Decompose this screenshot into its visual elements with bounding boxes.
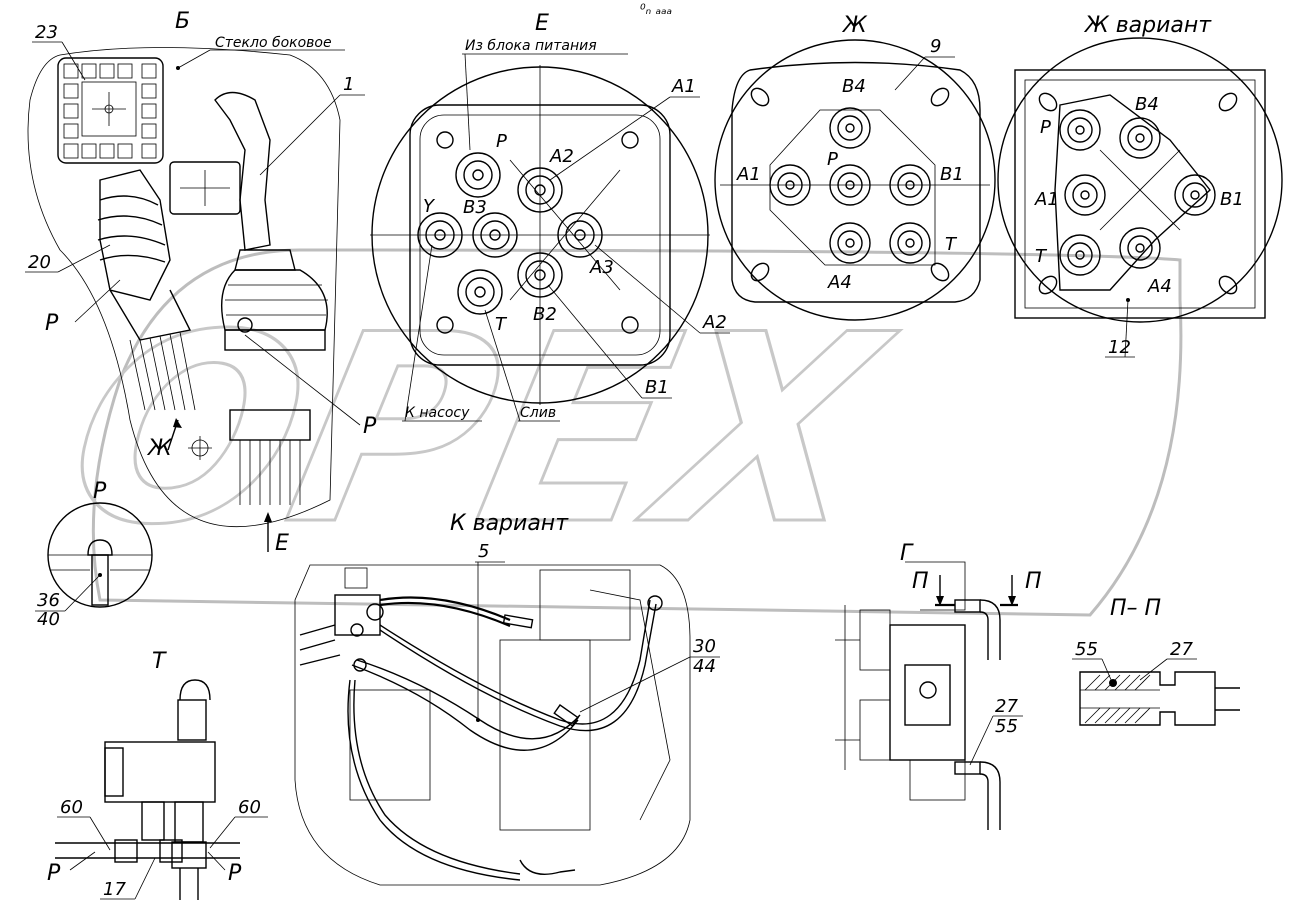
view-e-title: Е [535,11,549,36]
port-zhv-b4: B4 [1135,94,1159,115]
port-e-b1: B1 [645,377,669,398]
view-b: Б Стекло боковое 23 [25,9,377,556]
port-e-b2: B2 [533,304,557,325]
view-zh-var: Ж вариант P B4 A1 B1 T A4 12 [997,13,1283,358]
cut-p-right: П [1025,569,1042,594]
port-e-b3: B3 [463,197,487,218]
callout-60-left: 60 [60,797,83,818]
port-zh-t: T [945,234,958,255]
view-k-var: К вариант 5 30 44 [294,511,720,886]
callout-23: 23 [35,22,58,43]
port-e-p: P [496,131,507,152]
port-e-a2-top: A2 [549,146,574,167]
view-pp-title: П– П [1110,596,1161,621]
marker-e: Е [275,531,289,556]
view-t-title: Т [152,649,167,674]
callout-44: 44 [693,656,716,677]
callout-40: 40 [37,609,60,630]
port-zhv-b1: B1 [1220,189,1244,210]
marker-r-t-left: Р [47,861,61,886]
port-e-a2: A2 [702,312,727,333]
callout-1: 1 [343,74,354,95]
watermark: OPEX [45,248,1183,617]
port-zhv-a1: A1 [1034,189,1059,210]
port-zhv-p: P [1040,117,1051,138]
port-zhv-t: T [1035,246,1048,267]
callout-27-pp: 27 [1170,639,1193,660]
supply-label: Из блока питания [465,38,597,54]
port-zh-p: P [827,149,838,170]
port-e-y: Y [423,196,436,217]
callout-5: 5 [478,541,489,562]
view-b-title: Б [175,9,190,34]
callout-55-pp: 55 [1075,639,1098,660]
callout-55-g: 55 [995,716,1018,737]
callout-12: 12 [1108,337,1131,358]
callout-9: 9 [930,36,941,57]
port-e-a3: A3 [589,257,614,278]
view-k-var-title: К вариант [450,511,569,536]
port-zh-b4: B4 [842,76,866,97]
view-p-title: Р [93,479,107,504]
watermark-text: OPEX [46,280,911,583]
marker-r-left: Р [45,311,59,336]
drain-label: Слив [520,405,556,421]
cut-p-left: П [912,569,929,594]
pump-label: К насосу [405,405,470,421]
marker-r-right: Р [363,414,377,439]
view-p: Р 36 40 [35,479,153,630]
view-g: Г П П 27 55 [835,541,1042,830]
port-zh-a1: A1 [736,164,761,185]
view-zh-var-title: Ж вариант [1083,13,1212,38]
view-zh: Ж B4 A1 P B1 T A4 9 [714,13,996,321]
callout-36: 36 [37,590,60,611]
callout-60-right: 60 [238,797,261,818]
port-e-a1: A1 [671,76,696,97]
callout-27-g: 27 [995,696,1018,717]
port-zhv-a4: A4 [1147,276,1172,297]
port-zh-a4: A4 [827,272,852,293]
view-zh-title: Ж [841,13,868,38]
callout-30: 30 [693,636,716,657]
view-t: Т 60 60 Р Р 17 [47,649,268,900]
glass-label: Стекло боковое [215,35,332,51]
header-mark: ⁰ₙ ₐₐₐ [640,2,672,18]
view-g-title: Г [900,541,914,566]
callout-20: 20 [28,252,51,273]
port-e-t: T [495,314,508,335]
marker-r-t-right: Р [228,861,242,886]
view-pp: П– П 55 27 [1072,596,1240,726]
port-zh-b1: B1 [940,164,964,185]
callout-17: 17 [103,879,126,900]
view-e: Е Из блока питания P A2 Y B3 A3 T B2 A1 [370,11,730,422]
